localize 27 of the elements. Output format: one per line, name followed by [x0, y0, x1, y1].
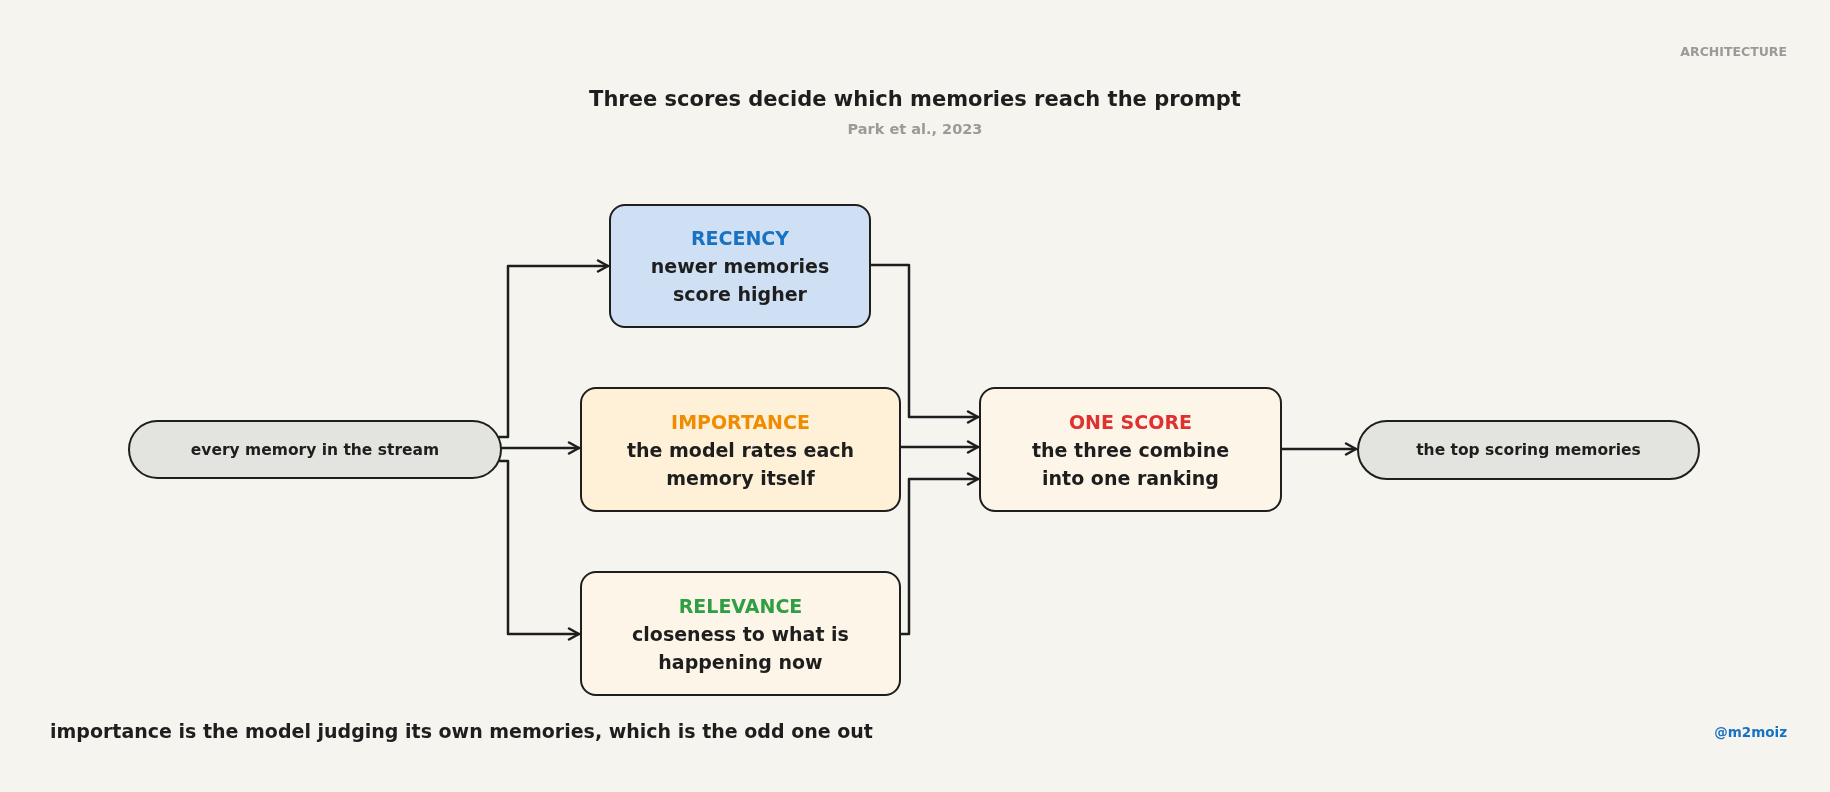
box-heading: IMPORTANCE — [671, 409, 810, 435]
box-heading: ONE SCORE — [1068, 409, 1192, 435]
process-box — [580, 571, 901, 696]
footnote: importance is the model judging its own memories, which is the odd one out — [50, 719, 873, 744]
arrow — [498, 459, 581, 641]
section-tag: ARCHITECTURE — [1680, 44, 1787, 61]
process-box — [609, 204, 871, 328]
diagram-title: Three scores decide which memories reach the prompt — [589, 86, 1241, 112]
arrow — [899, 440, 980, 454]
arrow — [497, 259, 610, 439]
process-box — [580, 387, 901, 512]
node-label: the top scoring memories — [1416, 440, 1641, 460]
arrow — [1280, 442, 1358, 456]
node-label: every memory in the stream — [190, 439, 440, 460]
box-description: the three combine into one ranking — [1030, 437, 1231, 491]
process-box — [979, 387, 1282, 512]
box-heading: RECENCY — [690, 226, 790, 251]
arrow — [869, 263, 980, 424]
arrow — [500, 441, 581, 455]
box-description: newer memories score higher — [649, 254, 831, 307]
arrow — [899, 472, 980, 636]
box-description: the model rates each memory itself — [625, 437, 856, 491]
box-heading: RELEVANCE — [678, 593, 803, 619]
subtitle: Park et al., 2023 — [847, 120, 983, 139]
box-description: closeness to what is happening now — [631, 621, 850, 675]
terminal-pill — [1357, 420, 1700, 480]
author-handle: @m2moiz — [1714, 724, 1787, 742]
